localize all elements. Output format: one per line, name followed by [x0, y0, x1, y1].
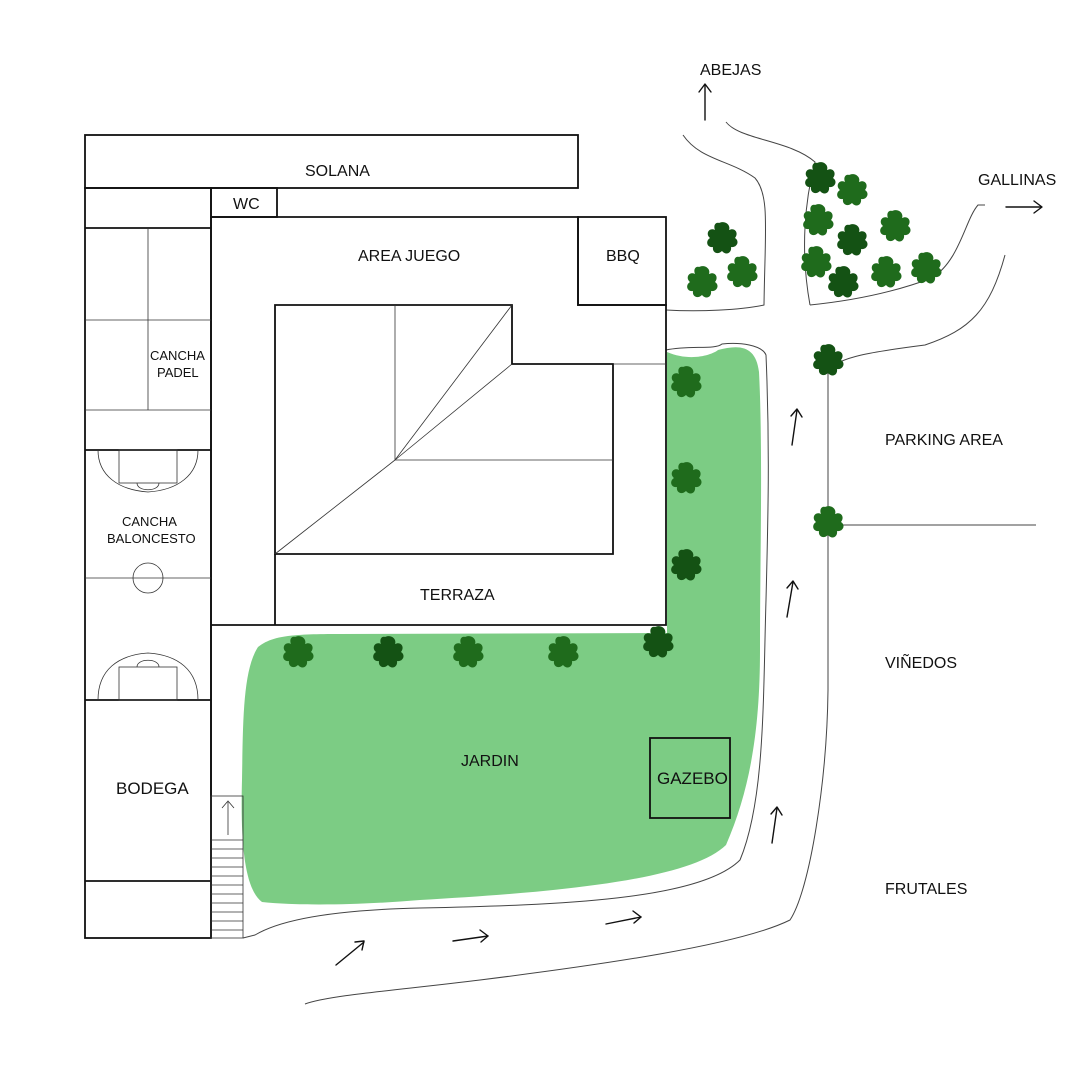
tree-icon: [837, 174, 868, 206]
arrow-icon: [790, 408, 803, 446]
arrow-icon: [335, 940, 365, 966]
arrow-icon: [698, 83, 712, 121]
tree-icon: [803, 204, 834, 236]
label-parking-area: PARKING AREA: [885, 432, 1003, 449]
tree-icon: [871, 256, 902, 288]
tree-icon: [727, 256, 758, 288]
label-bodega: BODEGA: [116, 779, 189, 798]
label-abejas: ABEJAS: [700, 62, 761, 79]
label-vinedos: VIÑEDOS: [885, 652, 957, 672]
label-solana: SOLANA: [305, 163, 370, 180]
arrow-icon: [452, 929, 489, 943]
label-cancha-baloncesto-line2: BALONCESTO: [107, 531, 196, 546]
label-area-juego: AREA JUEGO: [358, 248, 460, 265]
direction-arrows: [335, 83, 1043, 966]
arrow-icon: [770, 806, 783, 844]
label-cancha-padel-line1: CANCHA: [150, 348, 205, 363]
arrow-icon: [786, 580, 799, 618]
label-cancha-baloncesto-line1: CANCHA: [122, 514, 177, 529]
arrow-icon: [605, 910, 642, 925]
arrow-icon: [1005, 200, 1043, 214]
tree-icon: [805, 162, 836, 194]
tree-icon: [687, 266, 718, 298]
basketball-court: [85, 449, 211, 701]
map-labels: ABEJAS GALLINAS SOLANA WC AREA JUEGO BBQ…: [107, 62, 1056, 898]
tree-icon: [880, 210, 911, 242]
tree-icon: [813, 344, 844, 376]
label-wc: WC: [233, 196, 260, 213]
tree-icon: [837, 224, 868, 256]
garden-area: [241, 347, 762, 905]
tree-icon: [813, 506, 844, 538]
label-bbq: BBQ: [606, 248, 640, 265]
label-gallinas: GALLINAS: [978, 172, 1056, 189]
tree-icon: [911, 252, 942, 284]
padel-court: [85, 228, 211, 411]
label-jardin: JARDIN: [461, 753, 519, 770]
label-gazebo: GAZEBO: [657, 769, 728, 788]
tree-icon: [707, 222, 738, 254]
label-terraza: TERRAZA: [420, 587, 495, 604]
tree-icon: [828, 266, 859, 298]
main-house-roof: [274, 304, 666, 625]
label-cancha-padel-line2: PADEL: [157, 365, 199, 380]
gazebo-structure: [649, 737, 731, 819]
stairs-icon: [210, 795, 244, 939]
label-frutales: FRUTALES: [885, 881, 967, 898]
